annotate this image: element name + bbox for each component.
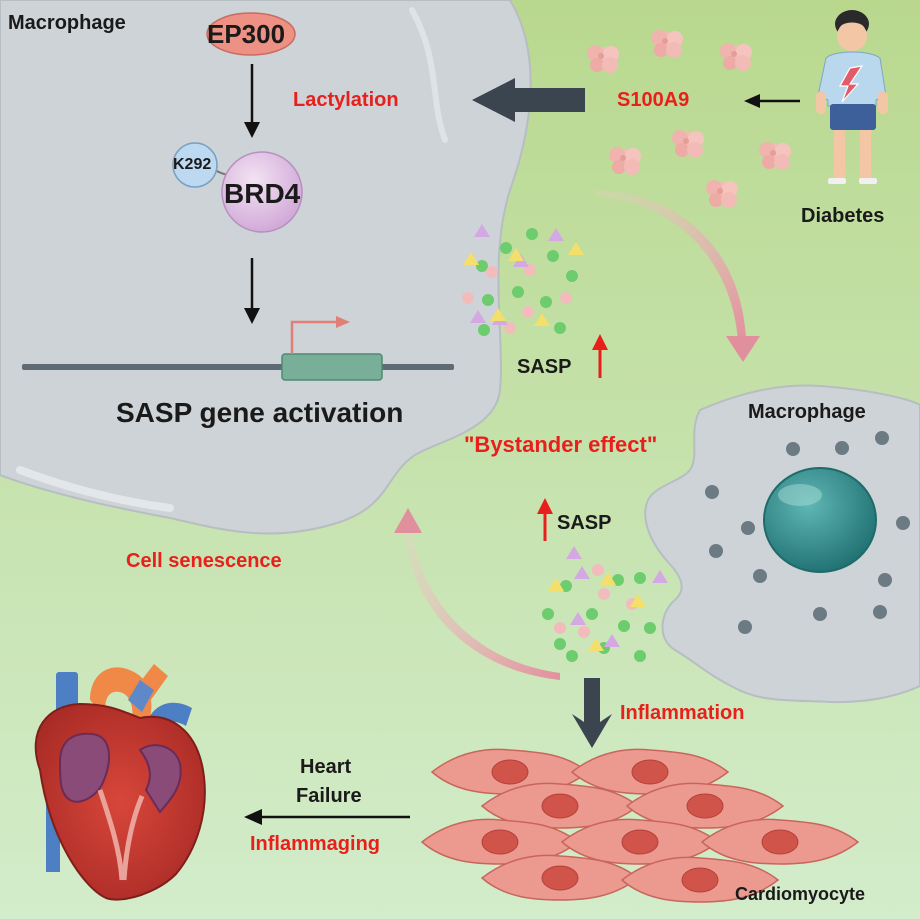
macrophage-granules — [705, 431, 910, 634]
cardiomyocyte-label: Cardiomyocyte — [735, 884, 866, 904]
diabetes-label: Diabetes — [801, 205, 885, 227]
brd4-label: BRD4 — [224, 178, 301, 209]
macrophage-nucleus — [763, 467, 877, 573]
k292-circle — [172, 142, 218, 188]
dna-strand — [22, 364, 454, 370]
brd4-circle — [221, 151, 303, 233]
macrophage-top-label: Macrophage — [8, 12, 126, 34]
transcription-arrow — [290, 320, 338, 354]
macrophage-to-senescence-curve-arrow — [404, 530, 560, 680]
sasp-particles-icon — [462, 224, 584, 336]
macrophage-right-label: Macrophage — [748, 401, 866, 423]
inflammation-label: Inflammation — [620, 702, 745, 724]
bystander-effect-label: "Bystander effect" — [464, 432, 658, 457]
sasp-particles-lower-icon — [542, 546, 668, 662]
gene-box — [281, 353, 383, 381]
sasp-lower-label: SASP — [557, 512, 612, 534]
ep300-label: EP300 — [207, 19, 286, 49]
ep300-ellipse — [206, 12, 296, 56]
s100a9-to-cell-arrow — [472, 78, 585, 122]
lactylation-label: Lactylation — [293, 89, 399, 111]
senescent-macrophage-cell — [0, 0, 532, 535]
heart-label: Heart — [300, 756, 352, 778]
cell-senescence-label: Cell senescence — [126, 550, 282, 572]
diabetic-person-icon — [816, 10, 888, 184]
sasp-gene-activation-label: SASP gene activation — [116, 397, 404, 428]
s100a9-to-macrophage-curve-arrow — [595, 190, 746, 340]
s100a9-label: S100A9 — [617, 89, 690, 111]
inflammaging-label: Inflammaging — [250, 833, 381, 855]
inflammation-down-arrow — [572, 678, 612, 748]
k292-label: K292 — [173, 156, 212, 173]
heart-illustration — [34, 664, 206, 901]
sasp-upper-label: SASP — [517, 356, 572, 378]
failure-label: Failure — [296, 785, 362, 807]
